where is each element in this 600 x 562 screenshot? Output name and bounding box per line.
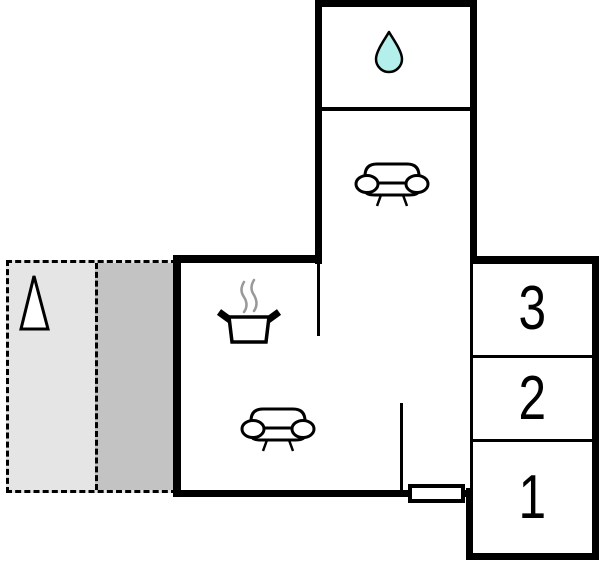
wall-divider-room3-room2 [472, 355, 592, 358]
wall-tower-right [470, 0, 477, 264]
room-2-number: 2 [518, 363, 546, 433]
wall-tower-top [315, 0, 477, 7]
wall-band-left [173, 255, 181, 497]
wall-divider-room2-room1 [472, 439, 592, 442]
wall-band-top [173, 255, 322, 263]
wall-column-right [592, 256, 599, 560]
door-marker [408, 484, 465, 503]
wall-column-left [470, 264, 473, 490]
water-drop-icon [374, 30, 404, 74]
wall-interior-kitchen [317, 263, 320, 336]
sofa-icon [240, 407, 316, 452]
room-label-1: 1 [473, 442, 592, 553]
room-3-number: 3 [518, 273, 546, 343]
wall-column-top [470, 256, 599, 264]
wall-band-bottom [173, 490, 473, 497]
room-label-2: 2 [472, 358, 592, 439]
wall-tower-left [315, 0, 322, 264]
wall-room1-left [466, 488, 473, 553]
wall-interior-hall [400, 403, 403, 490]
cooking-pot-icon [216, 278, 282, 344]
wall-room1-bottom [466, 553, 599, 560]
room-label-3: 3 [472, 262, 592, 355]
wall-bathroom-divider [322, 107, 470, 111]
north-arrow-icon [19, 275, 50, 331]
terrace-covered-area [95, 263, 177, 490]
sofa-icon [354, 162, 430, 207]
room-1-number: 1 [518, 462, 547, 532]
